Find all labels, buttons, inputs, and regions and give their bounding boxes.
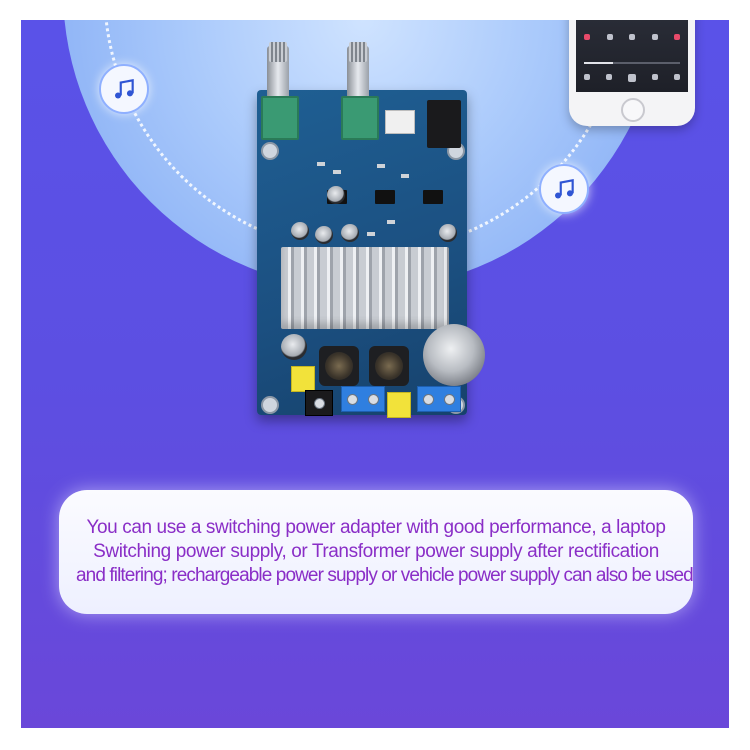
amplifier-circuit-board	[257, 42, 485, 418]
speaker-terminal	[341, 386, 385, 412]
caption-line: You can use a switching power adapter wi…	[86, 517, 666, 538]
home-button	[621, 98, 645, 122]
heatsink	[281, 247, 449, 329]
volume-knob	[267, 42, 289, 106]
inductor-coil	[319, 346, 359, 386]
power-terminal	[305, 390, 333, 416]
bass-knob	[347, 42, 369, 106]
product-banner: You can use a switching power adapter wi…	[21, 20, 729, 728]
filter-capacitor	[423, 324, 485, 386]
caption-line: and filtering; rechargeable power supply…	[76, 565, 694, 586]
music-note-icon	[539, 164, 589, 214]
speaker-terminal	[417, 386, 461, 412]
power-supply-caption: You can use a switching power adapter wi…	[76, 516, 694, 588]
caption-panel: You can use a switching power adapter wi…	[59, 490, 694, 614]
phone-screen	[576, 20, 688, 92]
music-note-icon	[99, 64, 149, 114]
smartphone-music-player	[569, 20, 695, 126]
caption-line: Switching power supply, or Transformer p…	[93, 541, 659, 562]
audio-jack	[427, 100, 461, 148]
inductor-coil	[369, 346, 409, 386]
